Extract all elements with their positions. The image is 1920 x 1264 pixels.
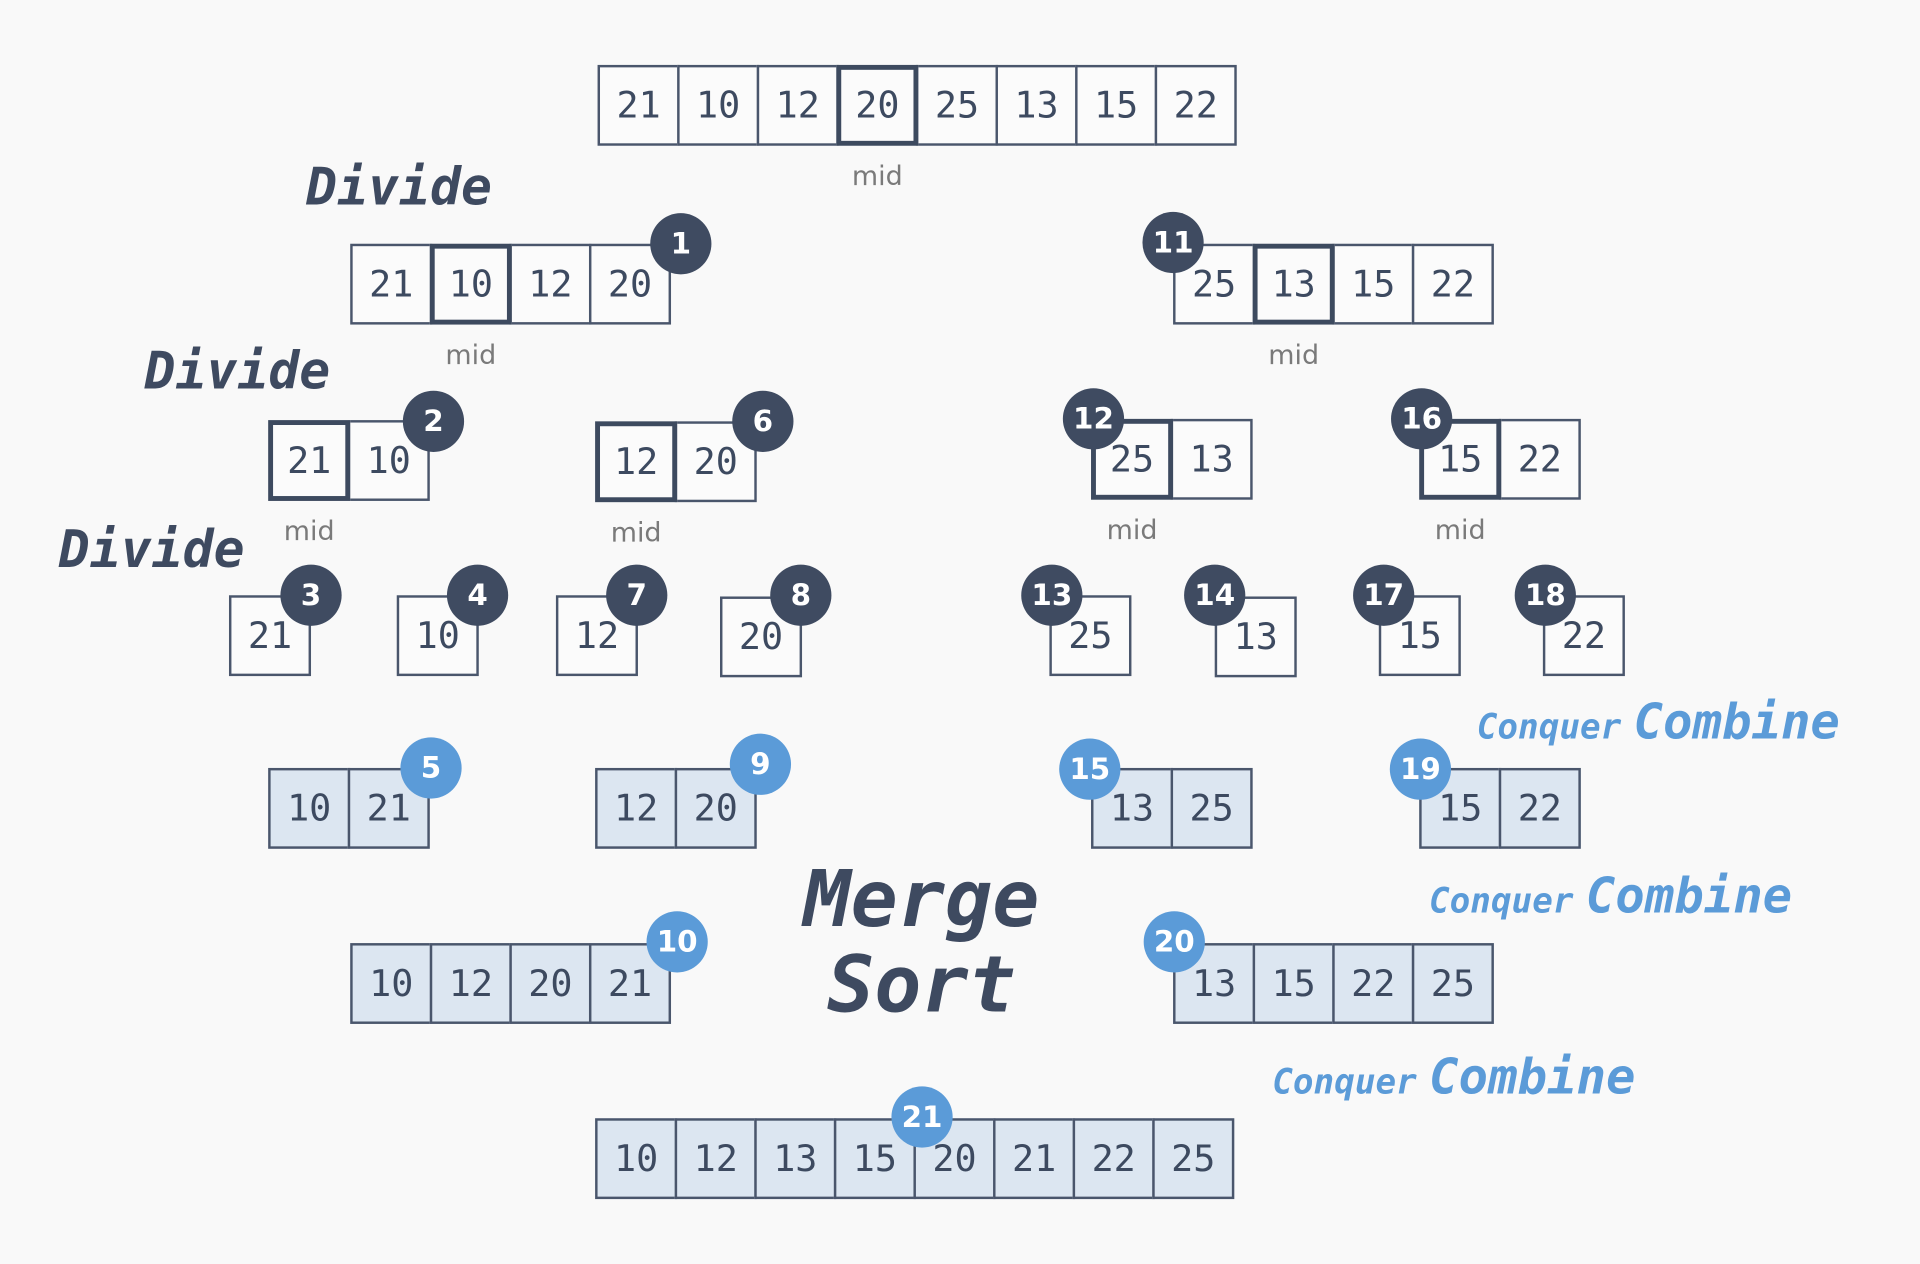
mid-label: mid bbox=[610, 518, 662, 549]
divide-label-level-3: Divide bbox=[58, 519, 245, 580]
array-cell: 20 bbox=[720, 596, 803, 678]
step-badge-10: 10 bbox=[646, 911, 708, 973]
conquer-text: Conquer bbox=[1428, 880, 1574, 922]
array-cell: 20 bbox=[913, 1118, 996, 1200]
array-cell: 22 bbox=[1498, 767, 1581, 849]
step-badge-6: 6 bbox=[732, 390, 794, 452]
array-cell: 10 bbox=[350, 943, 433, 1024]
step-badge-19: 19 bbox=[1389, 738, 1452, 800]
array-cell: 15 bbox=[1252, 943, 1335, 1024]
divide-label-level-2: Divide bbox=[144, 340, 331, 401]
step-badge-3: 3 bbox=[280, 564, 342, 626]
array-cell: 10 bbox=[677, 64, 760, 146]
step-badge-5: 5 bbox=[400, 737, 462, 799]
step-badge-17: 17 bbox=[1353, 564, 1415, 626]
divide-label-level-1: Divide bbox=[306, 156, 492, 217]
array-cell: 13 bbox=[1170, 418, 1253, 500]
mid-label: mid bbox=[1434, 515, 1486, 547]
array-cell: 22 bbox=[1332, 943, 1415, 1024]
array-cell: 25 bbox=[1170, 767, 1253, 849]
conquer-combine-label-level-2: Conquer Combine bbox=[1429, 868, 1792, 924]
array-cell: 13 bbox=[754, 1118, 837, 1200]
array-cell-mid: 21 bbox=[268, 420, 351, 501]
step-badge-14: 14 bbox=[1184, 564, 1246, 626]
array-cell: 21 bbox=[588, 943, 672, 1024]
step-badge-2: 2 bbox=[402, 390, 465, 452]
conquer-combine-label-level-3: Conquer Combine bbox=[1272, 1050, 1635, 1106]
array-cell: 21 bbox=[597, 64, 680, 146]
conquer-text: Conquer bbox=[1272, 1061, 1417, 1103]
array-cell: 12 bbox=[555, 595, 638, 677]
array-cell: 22 bbox=[1072, 1118, 1155, 1200]
array-cell: 15 bbox=[1332, 243, 1415, 325]
combine-text: Combine bbox=[1429, 1049, 1636, 1106]
array-cell: 13 bbox=[1091, 767, 1174, 849]
combine-text: Combine bbox=[1633, 694, 1840, 751]
array-leaf-g: 15 bbox=[1378, 595, 1461, 677]
step-badge-12: 12 bbox=[1062, 388, 1125, 450]
step-badge-9: 9 bbox=[729, 733, 792, 795]
array-cell: 22 bbox=[1411, 243, 1494, 325]
conquer-combine-label-level-1: Conquer Combine bbox=[1477, 694, 1840, 750]
array-cell-mid: 20 bbox=[836, 64, 919, 146]
diagram-title: Merge Sort bbox=[784, 857, 1060, 1028]
array-cell: 10 bbox=[268, 767, 351, 849]
array-cell: 21 bbox=[350, 243, 433, 325]
step-badge-16: 16 bbox=[1391, 388, 1453, 450]
array-cell: 10 bbox=[595, 1118, 678, 1200]
mid-label: mid bbox=[1268, 340, 1320, 372]
array-cell-mid: 13 bbox=[1252, 243, 1335, 325]
step-badge-15: 15 bbox=[1059, 738, 1121, 800]
array-cell: 15 bbox=[1075, 64, 1158, 146]
step-badge-4: 4 bbox=[446, 564, 509, 626]
mid-label: mid bbox=[1106, 515, 1158, 547]
step-badge-18: 18 bbox=[1514, 564, 1576, 626]
array-cell: 25 bbox=[1411, 943, 1494, 1024]
array-leaf-c: 12 bbox=[555, 595, 638, 677]
step-badge-7: 7 bbox=[606, 564, 668, 626]
mid-label: mid bbox=[445, 340, 497, 372]
array-cell: 20 bbox=[509, 943, 592, 1024]
conquer-text: Conquer bbox=[1476, 706, 1622, 748]
array-cell: 12 bbox=[756, 64, 839, 146]
step-badge-20: 20 bbox=[1143, 911, 1205, 973]
step-badge-13: 13 bbox=[1021, 564, 1083, 626]
step-badge-21: 21 bbox=[891, 1086, 953, 1148]
step-badge-1: 1 bbox=[650, 213, 712, 275]
array-cell: 12 bbox=[429, 943, 512, 1024]
array-cell: 15 bbox=[1378, 595, 1461, 677]
array-cell-mid: 10 bbox=[429, 243, 512, 325]
array-cell: 21 bbox=[993, 1118, 1076, 1200]
step-badge-8: 8 bbox=[770, 564, 832, 626]
array-cell: 12 bbox=[674, 1118, 757, 1200]
title-line-2: Sort bbox=[827, 940, 1016, 1032]
array-cell: 13 bbox=[995, 64, 1078, 146]
title-line-1: Merge bbox=[803, 854, 1040, 946]
array-leaf-d: 20 bbox=[720, 596, 803, 678]
mid-label: mid bbox=[283, 516, 335, 548]
array-cell: 22 bbox=[1498, 418, 1581, 500]
array-cell: 12 bbox=[509, 243, 592, 325]
step-badge-11: 11 bbox=[1142, 211, 1204, 274]
array-cell: 25 bbox=[1152, 1118, 1235, 1200]
array-cell-mid: 12 bbox=[595, 421, 678, 503]
combine-text: Combine bbox=[1585, 868, 1793, 925]
array-cell: 25 bbox=[915, 64, 998, 146]
mid-label: mid bbox=[851, 161, 903, 193]
array-cell: 22 bbox=[1154, 64, 1237, 146]
array-cell: 12 bbox=[595, 767, 678, 849]
